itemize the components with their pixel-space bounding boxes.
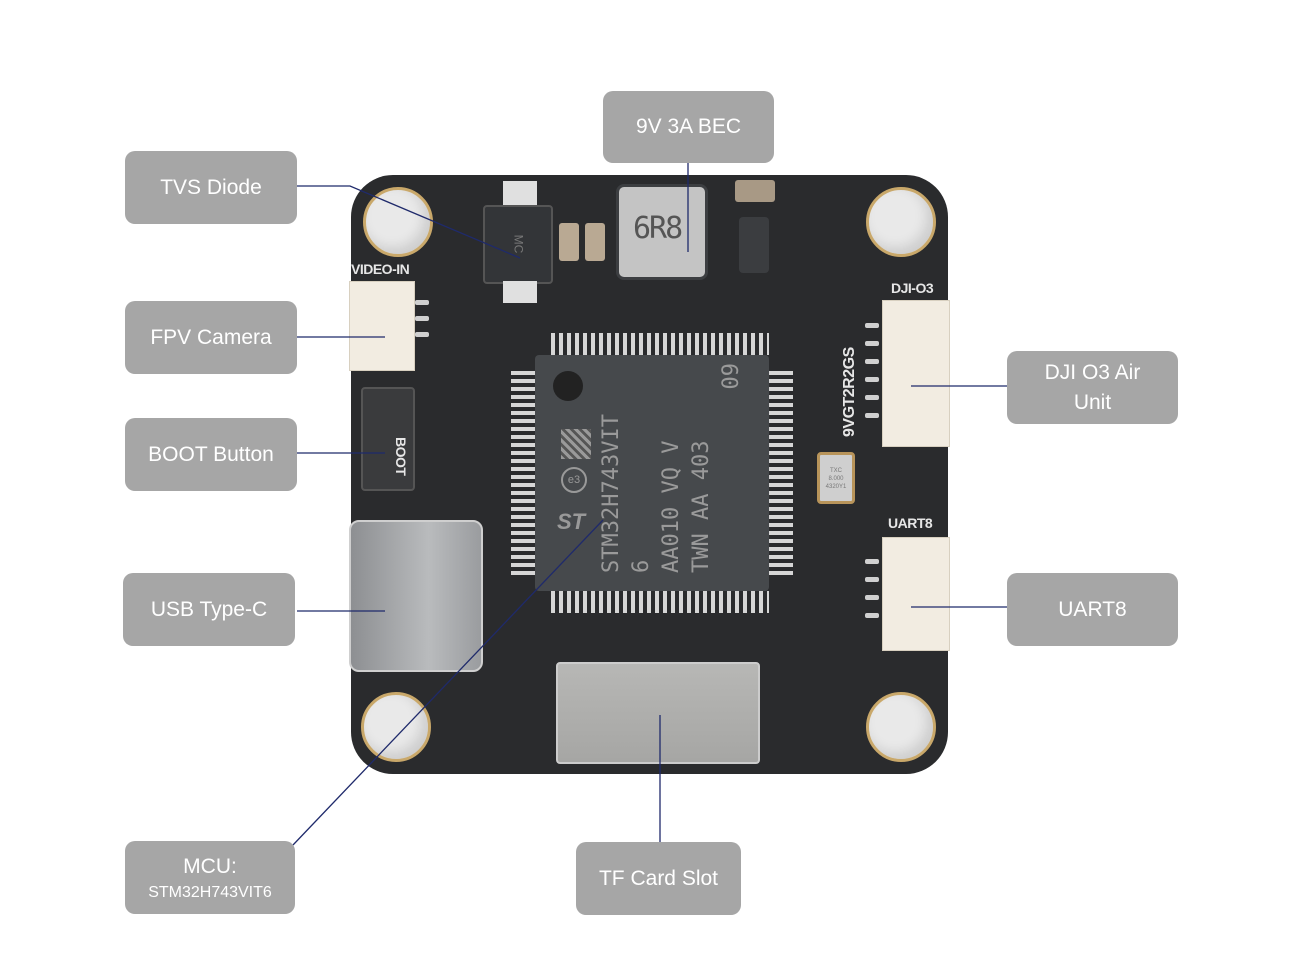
mounting-hole-bottom-left: [361, 692, 431, 762]
callout-tvs-diode: TVS Diode: [125, 151, 297, 224]
callout-mcu-model: STM32H743VIT6: [148, 883, 272, 901]
connector-pin: [865, 341, 879, 346]
capacitor: [585, 223, 605, 261]
callout-dji-line2: Unit: [1073, 390, 1112, 414]
flight-controller-board: MC 6R8 VIDEO-IN BOOT e3 ST STM32H743VIT …: [349, 175, 950, 774]
callout-dji-o3: DJI O3 Air Unit: [1007, 351, 1178, 424]
connector-pin: [865, 413, 879, 418]
bec-regulator-ic: [739, 217, 769, 273]
datamatrix-code: [561, 429, 591, 459]
silkscreen-uart8: UART8: [888, 515, 933, 531]
callout-boot-text: BOOT Button: [148, 442, 274, 466]
dji-o3-connector: [882, 300, 950, 447]
diode-marking: MC: [511, 234, 526, 254]
mounting-hole-top-right: [866, 187, 936, 257]
callout-uart8-text: UART8: [1058, 597, 1127, 621]
callout-tvs-text: TVS Diode: [160, 175, 262, 199]
tvs-diode: MC: [483, 205, 553, 284]
boot-button: [361, 387, 415, 491]
mcu-marking-line: AA010 VQ V: [659, 440, 684, 573]
video-in-connector: [349, 281, 415, 371]
mcu-pins-top: [551, 333, 769, 355]
callout-fpv-text: FPV Camera: [150, 325, 272, 349]
silkscreen-dji-o3: DJI-O3: [891, 280, 934, 296]
callout-bec-text: 9V 3A BEC: [635, 115, 742, 138]
mcu-marking-text: STM32H743VIT 6 AA010 VQ V TWN AA 403 09: [597, 363, 747, 573]
callout-fpv-camera: FPV Camera: [125, 301, 297, 374]
connector-pin: [865, 395, 879, 400]
connector-pin: [865, 359, 879, 364]
silkscreen-boot: BOOT: [393, 437, 409, 476]
callout-mcu-title: MCU:: [183, 854, 237, 878]
eco-mark: e3: [561, 467, 587, 493]
callout-dji-line1: DJI O3 Air: [1044, 360, 1141, 384]
connector-pin: [415, 300, 429, 305]
crystal-marking: TXC: [830, 468, 842, 474]
callout-usb-text: USB Type-C: [150, 597, 268, 621]
tf-card-slot: [556, 662, 760, 764]
bec-inductor: 6R8: [616, 184, 708, 280]
callout-bec: 9V 3A BEC: [603, 91, 774, 163]
mcu-pins-left: [511, 371, 535, 577]
capacitor: [735, 180, 775, 202]
mounting-hole-bottom-right: [866, 692, 936, 762]
callout-boot-button: BOOT Button: [125, 418, 297, 491]
mcu-pins-right: [769, 371, 793, 577]
connector-pin: [865, 323, 879, 328]
callout-uart8: UART8: [1007, 573, 1178, 646]
callout-mcu: MCU: STM32H743VIT6: [125, 841, 295, 914]
connector-pin: [865, 377, 879, 382]
silkscreen-serial: 9VGT2R2GS: [841, 347, 858, 437]
silkscreen-video-in: VIDEO-IN: [351, 261, 410, 277]
mcu-marking-line: TWN AA 403: [689, 440, 714, 573]
pin1-dot: [553, 371, 583, 401]
diode-pad-bottom: [503, 281, 537, 303]
connector-pin: [865, 577, 879, 582]
inductor-marking: 6R8: [633, 211, 683, 246]
callout-usb-type-c: USB Type-C: [123, 573, 295, 646]
mcu-marking-line: STM32H743VIT: [599, 414, 624, 573]
crystal-oscillator: TXC 8.000 4320Y1: [817, 452, 855, 504]
mcu-stm32h743: e3 ST STM32H743VIT 6 AA010 VQ V TWN AA 4…: [535, 355, 769, 591]
mcu-marking-line: 6: [629, 559, 654, 573]
connector-pin: [415, 316, 429, 321]
mounting-hole-top-left: [363, 187, 433, 257]
callout-tf-text: TF Card Slot: [598, 866, 719, 890]
connector-pin: [865, 613, 879, 618]
mcu-marking-line: 09: [719, 363, 744, 390]
crystal-marking: 4320Y1: [825, 484, 847, 490]
usb-type-c-port: [349, 520, 483, 672]
connector-pin: [415, 332, 429, 337]
mcu-pins-bottom: [551, 591, 769, 613]
st-logo: ST: [557, 509, 586, 534]
connector-pin: [865, 559, 879, 564]
capacitor: [559, 223, 579, 261]
crystal-marking: 8.000: [828, 476, 844, 482]
callout-tf-card-slot: TF Card Slot: [576, 842, 741, 915]
connector-pin: [865, 595, 879, 600]
diode-pad-top: [503, 181, 537, 205]
uart8-connector: [882, 537, 950, 651]
